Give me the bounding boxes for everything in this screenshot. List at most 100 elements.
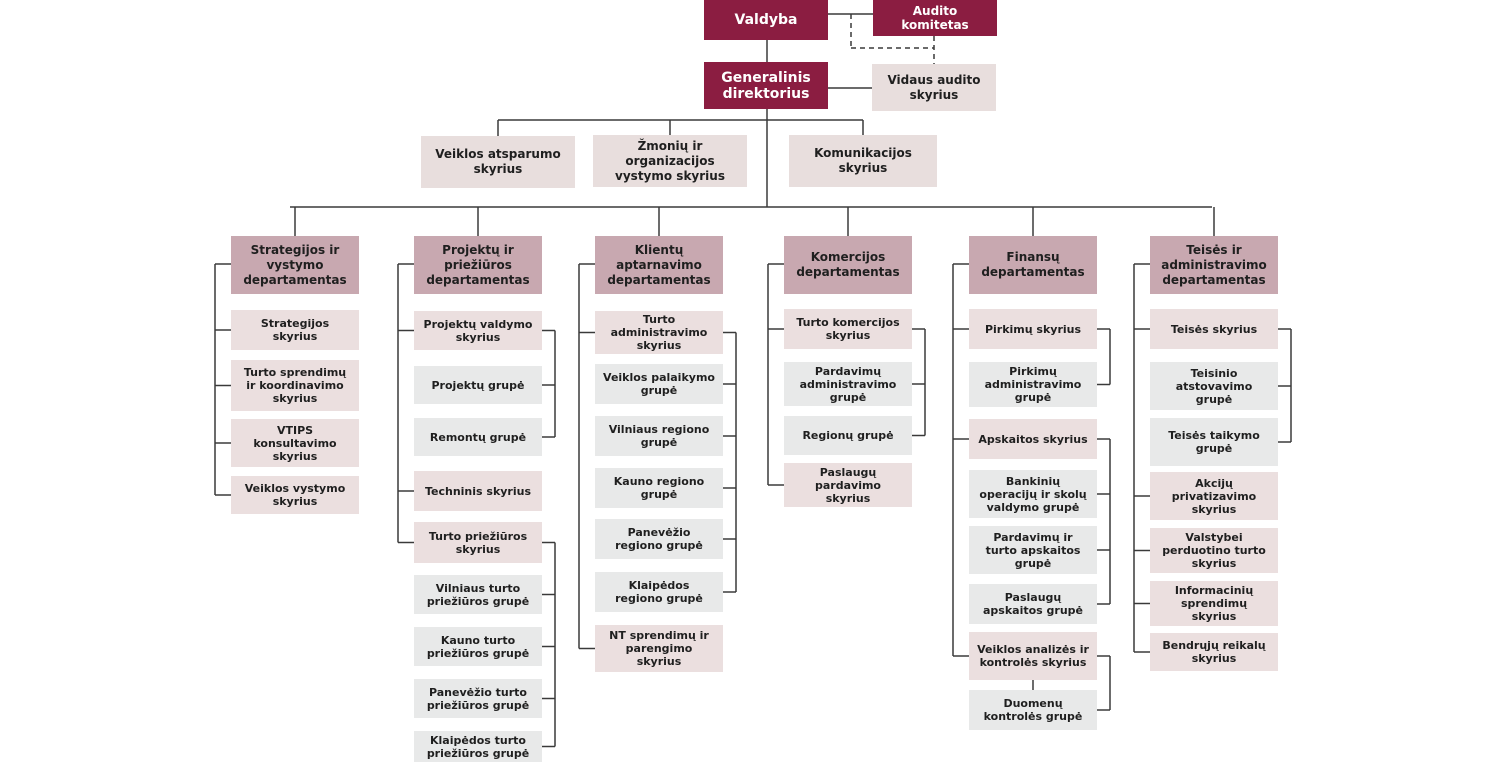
- unit-box: Turto komercijos skyrius: [784, 309, 912, 349]
- department-box-label: Projektų ir priežiūros departamentas: [426, 242, 530, 287]
- unit-box: Turto sprendimų ir koordinavimo skyrius: [231, 360, 359, 411]
- group-box-label: Klaipėdos regiono grupė: [615, 579, 703, 605]
- unit-box: Projektų valdymo skyrius: [414, 311, 542, 350]
- group-box-label: Pardavimų ir turto apskaitos grupė: [985, 530, 1081, 570]
- unit-box: Veiklos vystymo skyrius: [231, 476, 359, 514]
- board-box: Valdyba: [704, 0, 828, 40]
- department-box-label: Komercijos departamentas: [796, 250, 900, 279]
- department-box: Klientų aptarnavimo departamentas: [595, 236, 723, 294]
- unit-box-label: Apskaitos skyrius: [978, 432, 1088, 446]
- unit-box-label: VTIPS konsultavimo skyrius: [253, 423, 337, 463]
- group-box-label: Teisės taikymo grupė: [1168, 429, 1260, 455]
- group-box: Duomenų kontrolės grupė: [969, 690, 1097, 730]
- staff-unit: Veiklos atsparumo skyrius: [421, 136, 575, 188]
- group-box: Regionų grupė: [784, 416, 912, 455]
- department-box-label: Klientų aptarnavimo departamentas: [607, 242, 711, 287]
- group-box: Teisinio atstovavimo grupė: [1150, 362, 1278, 410]
- group-box: Veiklos palaikymo grupė: [595, 364, 723, 404]
- department-box-label: Finansų departamentas: [981, 250, 1085, 279]
- unit-box: NT sprendimų ir parengimo skyrius: [595, 625, 723, 672]
- unit-box: Apskaitos skyrius: [969, 419, 1097, 459]
- board-label: Valdyba: [734, 12, 798, 28]
- group-box: Panevėžio regiono grupė: [595, 519, 723, 559]
- staff-unit-label: Komunikacijos skyrius: [814, 146, 912, 175]
- group-box: Paslaugų apskaitos grupė: [969, 584, 1097, 624]
- group-box-label: Regionų grupė: [802, 429, 894, 442]
- unit-box: Veiklos analizės ir kontrolės skyrius: [969, 632, 1097, 680]
- group-box: Vilniaus regiono grupė: [595, 416, 723, 456]
- unit-box: Bendrųjų reikalų skyrius: [1150, 633, 1278, 671]
- unit-box: Teisės skyrius: [1150, 309, 1278, 349]
- group-box-label: Panevėžio regiono grupė: [615, 526, 703, 552]
- internal-audit-label: Vidaus audito skyrius: [887, 72, 981, 102]
- group-box: Remontų grupė: [414, 418, 542, 456]
- unit-box-label: Strategijos skyrius: [260, 317, 330, 343]
- unit-box-label: Valstybei perduotino turto skyrius: [1162, 531, 1266, 570]
- unit-box: Informacinių sprendimų skyrius: [1150, 581, 1278, 626]
- group-box-label: Pirkimų administravimo grupė: [984, 365, 1082, 404]
- group-box: Panevėžio turto priežiūros grupė: [414, 679, 542, 718]
- unit-box-label: Akcijų privatizavimo skyrius: [1171, 476, 1257, 516]
- department-box: Projektų ir priežiūros departamentas: [414, 236, 542, 294]
- audit-committee-box: Audito komitetas: [873, 0, 997, 36]
- unit-box-label: Teisės skyrius: [1170, 322, 1258, 336]
- unit-box-label: Turto komercijos skyrius: [796, 316, 900, 342]
- unit-box: Valstybei perduotino turto skyrius: [1150, 528, 1278, 573]
- group-box-label: Bankinių operacijų ir skolų valdymo grup…: [979, 474, 1087, 514]
- unit-box-label: Turto sprendimų ir koordinavimo skyrius: [243, 366, 347, 405]
- unit-box: Techninis skyrius: [414, 471, 542, 511]
- unit-box: Turto priežiūros skyrius: [414, 522, 542, 563]
- group-box: Pardavimų ir turto apskaitos grupė: [969, 526, 1097, 574]
- department-box-label: Teisės ir administravimo departamentas: [1161, 242, 1267, 287]
- staff-unit: Komunikacijos skyrius: [789, 135, 937, 187]
- group-box: Kauno turto priežiūros grupė: [414, 627, 542, 666]
- unit-box: Turto administravimo skyrius: [595, 311, 723, 354]
- audit-committee-label: Audito komitetas: [901, 4, 969, 32]
- group-box: Bankinių operacijų ir skolų valdymo grup…: [969, 470, 1097, 518]
- unit-box: Strategijos skyrius: [231, 310, 359, 350]
- unit-box: Pirkimų skyrius: [969, 309, 1097, 349]
- group-box: Pardavimų administravimo grupė: [784, 362, 912, 406]
- unit-box-label: Turto priežiūros skyrius: [428, 529, 528, 556]
- group-box-label: Vilniaus turto priežiūros grupė: [426, 581, 530, 608]
- group-box-label: Klaipėdos turto priežiūros grupė: [426, 733, 530, 760]
- group-box-label: Pardavimų administravimo grupė: [799, 364, 897, 404]
- group-box-label: Kauno regiono grupė: [613, 475, 705, 501]
- group-box-label: Paslaugų apskaitos grupė: [982, 591, 1083, 617]
- staff-unit-label: Veiklos atsparumo skyrius: [435, 147, 561, 176]
- group-box: Kauno regiono grupė: [595, 468, 723, 508]
- group-box: Klaipėdos turto priežiūros grupė: [414, 731, 542, 762]
- unit-box-label: Turto administravimo skyrius: [610, 313, 708, 352]
- unit-box: Akcijų privatizavimo skyrius: [1150, 472, 1278, 520]
- group-box-label: Teisinio atstovavimo grupė: [1175, 366, 1253, 406]
- unit-box: Paslaugų pardavimo skyrius: [784, 463, 912, 507]
- staff-unit: Žmonių ir organizacijos vystymo skyrius: [593, 135, 747, 187]
- unit-box-label: Informacinių sprendimų skyrius: [1174, 584, 1254, 623]
- group-box-label: Kauno turto priežiūros grupė: [426, 633, 530, 660]
- group-box-label: Projektų grupė: [431, 378, 525, 392]
- unit-box-label: Bendrųjų reikalų skyrius: [1162, 639, 1266, 665]
- unit-box-label: Veiklos analizės ir kontrolės skyrius: [977, 643, 1089, 669]
- ceo-label: Generalinis direktorius: [721, 69, 811, 102]
- group-box: Pirkimų administravimo grupė: [969, 362, 1097, 407]
- group-box-label: Vilniaus regiono grupė: [608, 423, 710, 449]
- department-box: Komercijos departamentas: [784, 236, 912, 294]
- group-box: Klaipėdos regiono grupė: [595, 572, 723, 612]
- unit-box-label: Paslaugų pardavimo skyrius: [815, 465, 881, 505]
- department-box-label: Strategijos ir vystymo departamentas: [243, 242, 347, 287]
- staff-unit-label: Žmonių ir organizacijos vystymo skyrius: [615, 138, 725, 183]
- internal-audit-box: Vidaus audito skyrius: [872, 64, 996, 111]
- unit-box-label: Techninis skyrius: [424, 484, 532, 498]
- group-box: Projektų grupė: [414, 366, 542, 404]
- group-box-label: Veiklos palaikymo grupė: [603, 371, 715, 397]
- ceo-box: Generalinis direktorius: [704, 62, 828, 109]
- unit-box-label: Pirkimų skyrius: [984, 322, 1082, 336]
- unit-box-label: Veiklos vystymo skyrius: [244, 482, 346, 508]
- group-box-label: Duomenų kontrolės grupė: [983, 697, 1083, 723]
- department-box: Teisės ir administravimo departamentas: [1150, 236, 1278, 294]
- unit-box-label: NT sprendimų ir parengimo skyrius: [609, 629, 709, 668]
- group-box: Vilniaus turto priežiūros grupė: [414, 575, 542, 614]
- department-box: Strategijos ir vystymo departamentas: [231, 236, 359, 294]
